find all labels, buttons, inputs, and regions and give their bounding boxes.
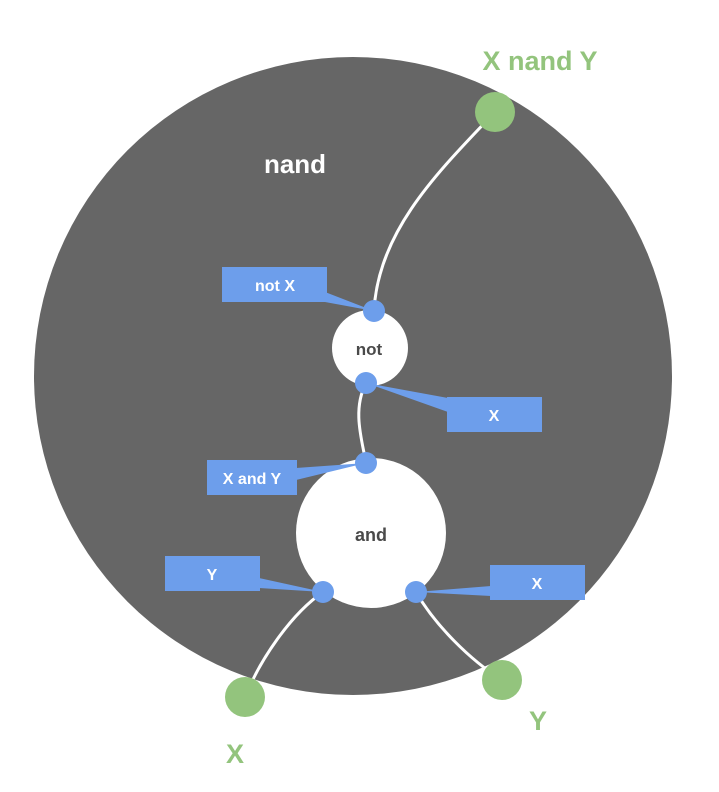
callout-not-input-label: X [489,408,500,425]
callout-and-right-input-label: X [532,576,543,593]
input-x-label: X [226,739,244,769]
callout-and-output-pointer [296,463,366,480]
callout-and-left-input [165,556,260,591]
callout-and-left-input-pointer [259,578,323,592]
and-gate [296,458,446,608]
callout-not-x-pointer [325,292,374,311]
and-gate-label: and [355,525,387,545]
and-output-port [355,452,377,474]
callout-not-x-label: not X [255,278,295,295]
nand-label: nand [264,149,326,179]
callout-and-output [207,460,297,495]
not-input-port [355,372,377,394]
not-gate-label: not [356,340,383,359]
not-gate [332,310,408,386]
callout-and-left-input-label: Y [207,567,218,584]
output-label: X nand Y [482,46,597,76]
callout-and-right-input-pointer [416,586,491,596]
and-left-input-port [312,581,334,603]
callout-not-input [447,397,542,432]
callout-and-output-label: X and Y [223,471,282,488]
input-y-terminal [482,660,522,700]
input-x-terminal [225,677,265,717]
callout-and-right-input [490,565,585,600]
and-right-input-port [405,581,427,603]
callout-not-x [222,267,327,302]
output-terminal [475,92,515,132]
not-output-port [363,300,385,322]
callout-not-input-pointer [366,383,448,412]
input-y-label: Y [529,706,547,736]
output-wire [372,110,497,312]
